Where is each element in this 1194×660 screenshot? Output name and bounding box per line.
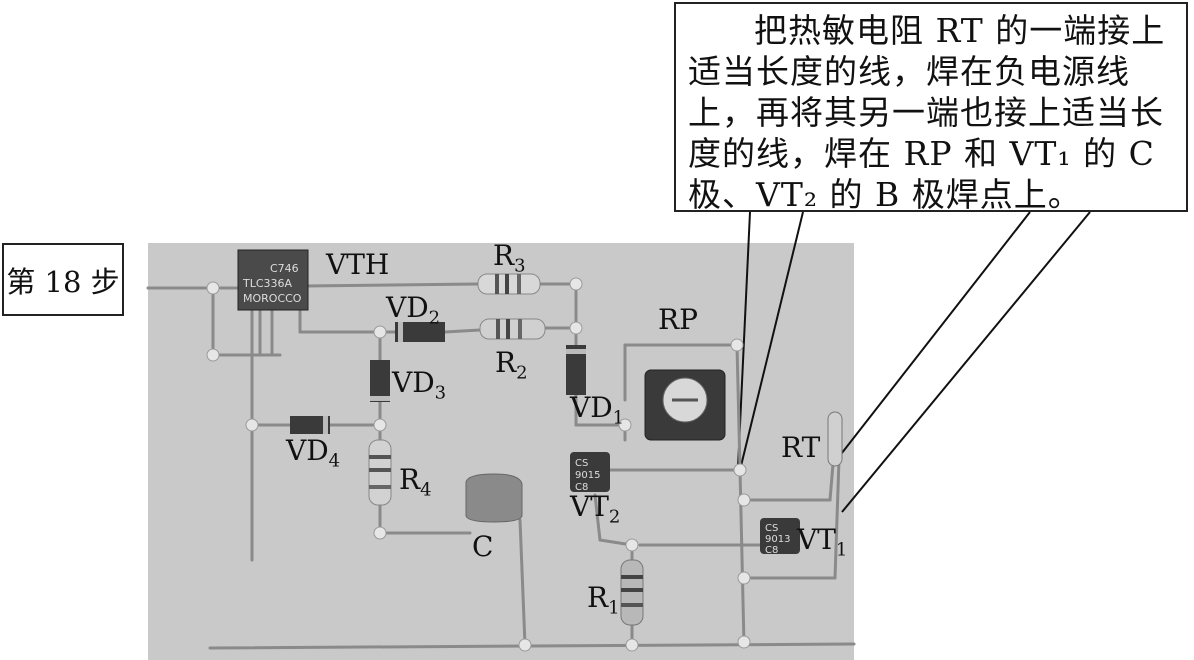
vth-marking-2: TLC336A	[242, 277, 293, 290]
vt2-marking-1: CS	[575, 458, 588, 469]
step-label: 第 18 步	[2, 243, 124, 316]
diode-vd4	[290, 416, 330, 434]
vt1-marking-3: C8	[765, 545, 778, 556]
capacitor-c	[465, 473, 523, 523]
label-r2: R2	[495, 346, 528, 384]
diode-vd2	[395, 322, 445, 342]
resistor-r4	[368, 439, 392, 506]
transistor-vt2: CS 9015 C8	[570, 452, 610, 493]
callout-leader-lines	[737, 211, 1091, 513]
thermistor-rt	[827, 411, 843, 467]
resistor-r2	[479, 318, 546, 340]
label-vt2: VT2	[570, 490, 621, 528]
label-vt1: VT1	[797, 523, 848, 561]
label-vd2: VD2	[386, 291, 441, 329]
vt2-marking-2: 9015	[575, 470, 600, 481]
label-rt: RT	[781, 431, 821, 464]
label-r1: R1	[587, 581, 620, 619]
label-r4: R4	[399, 463, 432, 501]
transistor-vt1: CS 9013 C8	[760, 518, 800, 556]
label-rp: RP	[658, 303, 698, 336]
resistor-r3	[477, 273, 541, 295]
vth-ic: C746 TLC336A MOROCCO	[237, 249, 309, 311]
label-vth: VTH	[326, 248, 390, 281]
diode-vd1	[566, 345, 586, 395]
vth-marking-3: MOROCCO	[243, 292, 302, 305]
solder-joints	[206, 277, 751, 652]
vt1-marking-1: CS	[765, 523, 778, 534]
resistor-r1	[620, 559, 644, 626]
label-vd1: VD1	[570, 391, 625, 429]
label-c: C	[472, 530, 494, 563]
label-r3: R3	[493, 239, 526, 277]
potentiometer-rp	[644, 369, 726, 441]
vth-marking-1: C746	[270, 262, 299, 275]
vt1-marking-2: 9013	[765, 534, 790, 545]
vt2-marking-3: C8	[575, 482, 588, 493]
label-vd4: VD4	[286, 434, 341, 472]
photo-background	[148, 243, 854, 660]
diode-vd3	[370, 360, 390, 402]
callout-text: 把热敏电阻 RT 的一端接上适当长度的线，焊在负电源线上，再将其另一端也接上适当…	[674, 2, 1188, 214]
label-vd3: VD3	[392, 366, 447, 404]
